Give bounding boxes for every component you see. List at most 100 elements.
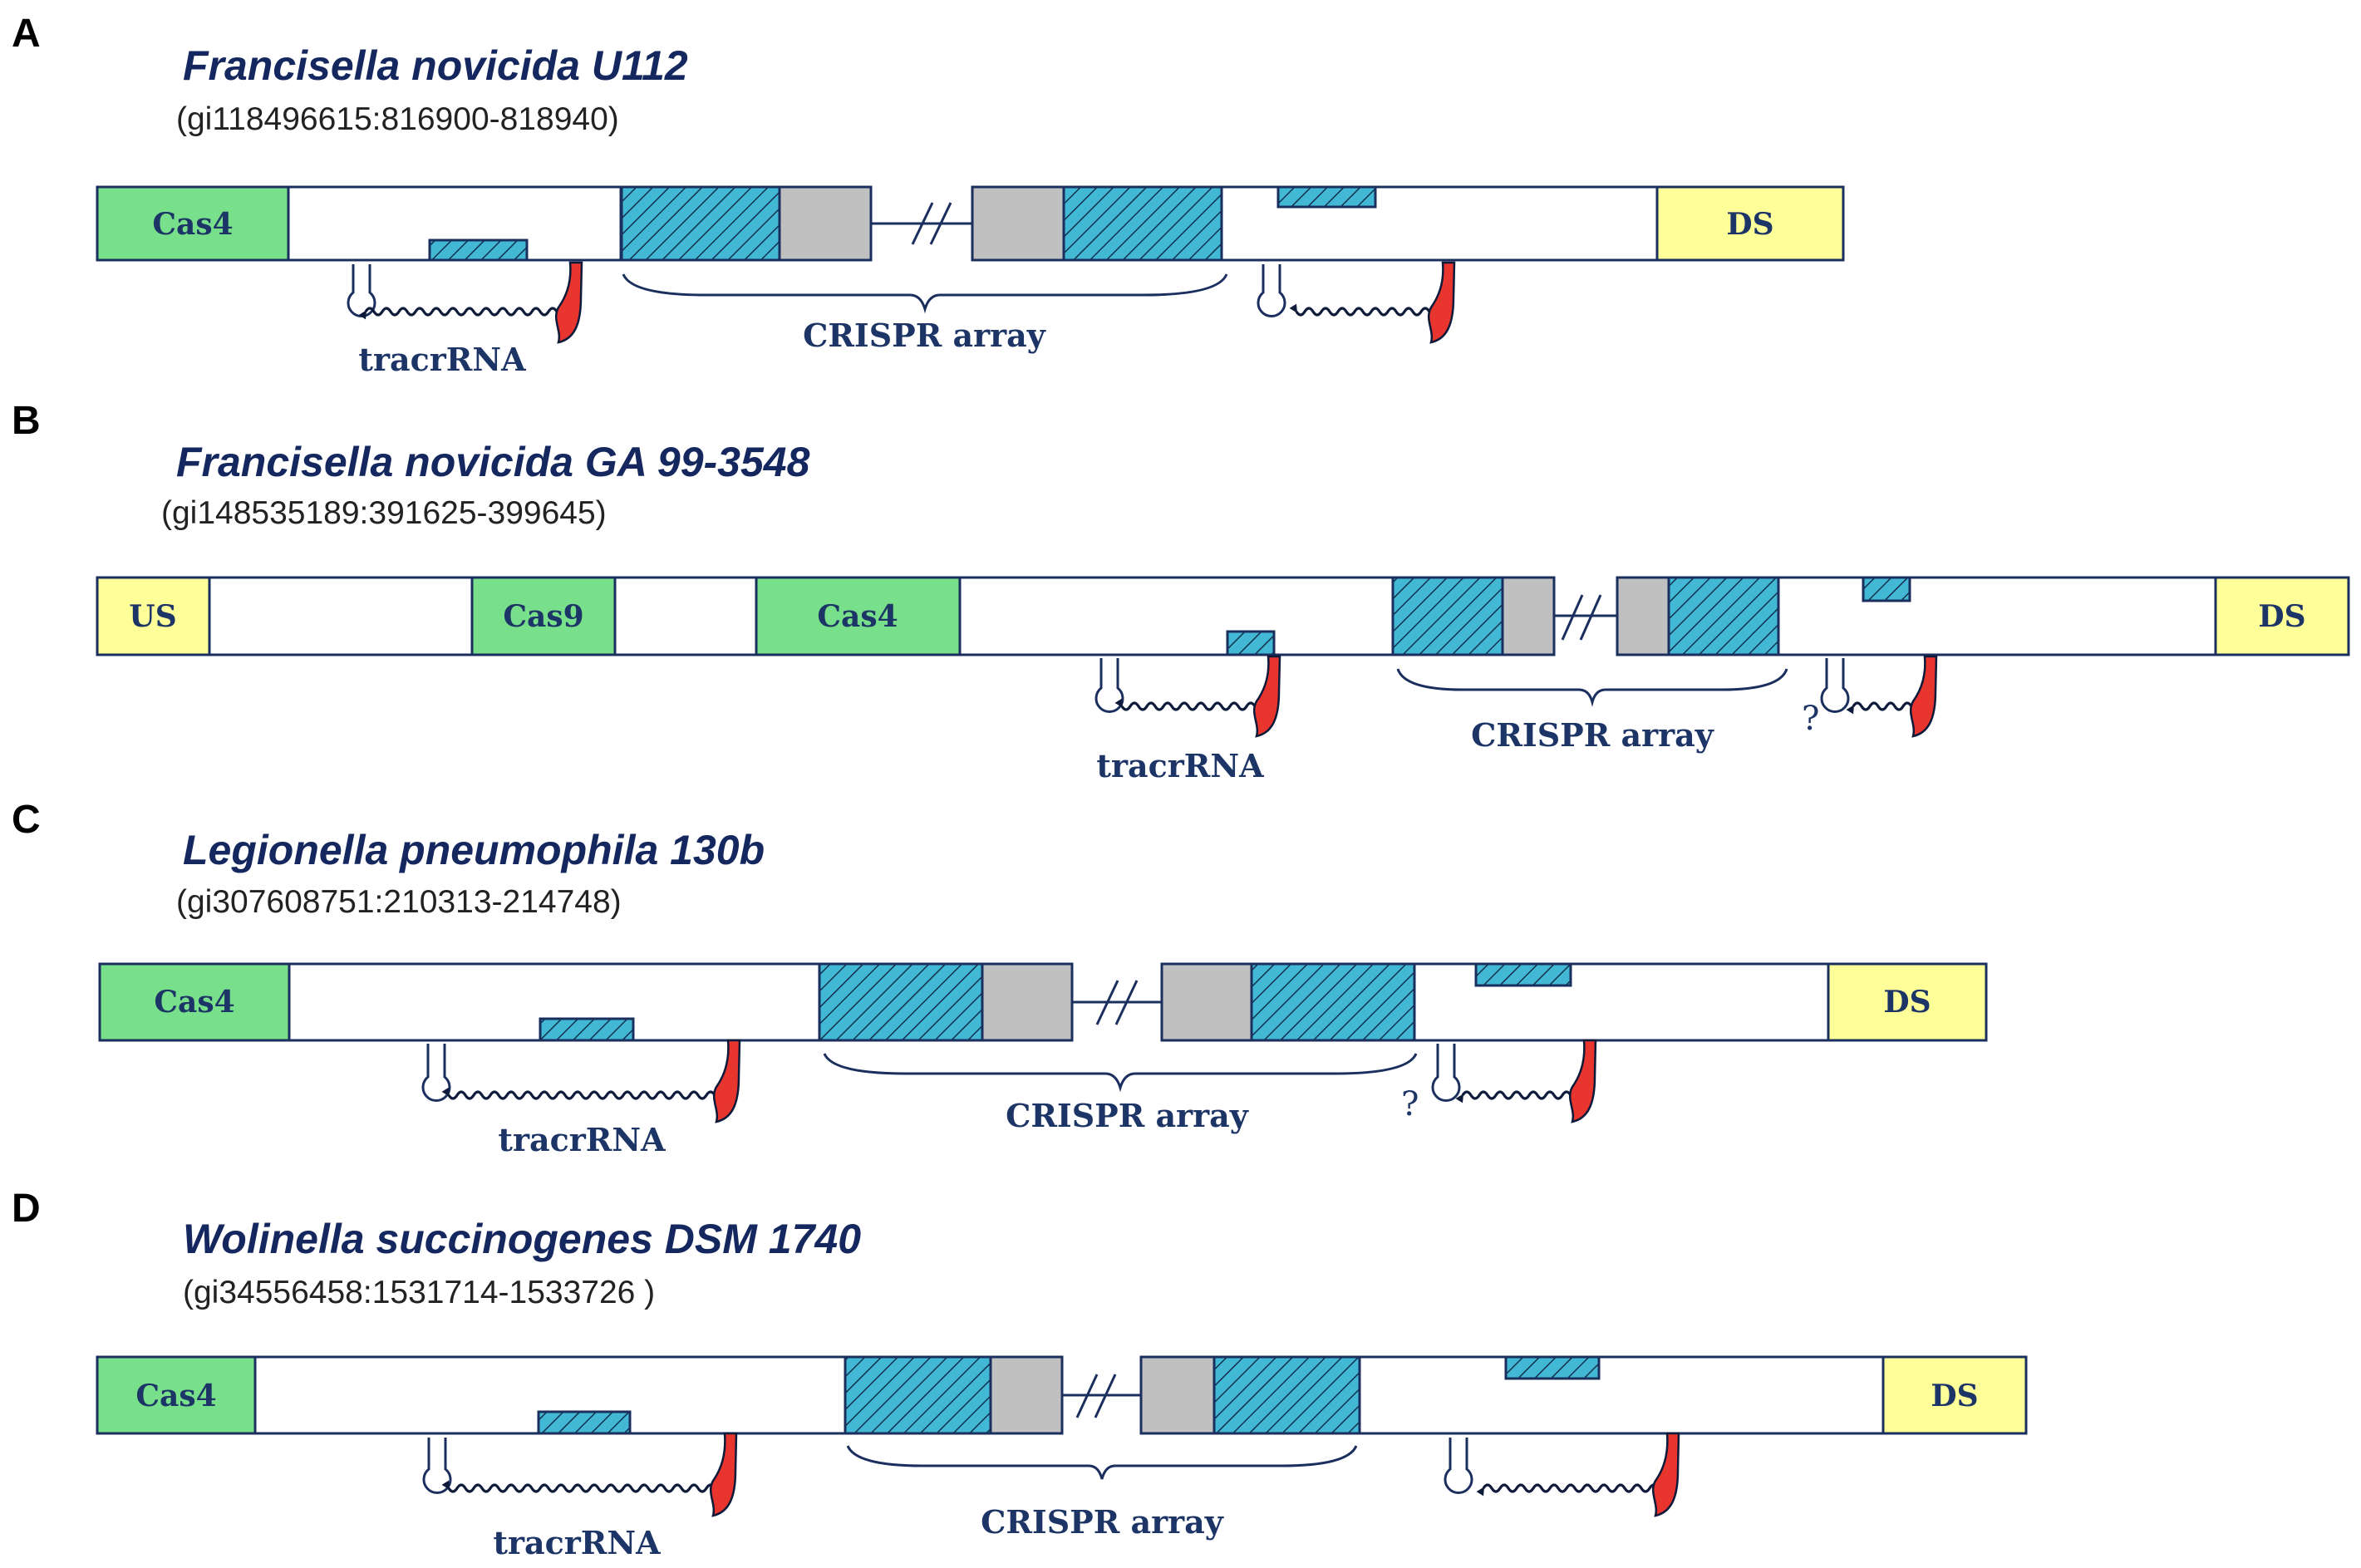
- species-name: Francisella novicida U112: [183, 42, 688, 89]
- terminator: [709, 1432, 738, 1517]
- terminator: [554, 261, 583, 344]
- crispr-array-label: CRISPR array: [1006, 1097, 1249, 1134]
- species-name: Legionella pneumophila 130b: [183, 827, 765, 873]
- gene-cas4: [96, 185, 290, 262]
- transcript-wavy-line: [1476, 1483, 1660, 1497]
- crispr-array-label: CRISPR array: [981, 1503, 1224, 1541]
- promoter-hairpin: [1444, 1438, 1473, 1494]
- tracrrna-label: tracrRNA: [498, 1121, 666, 1158]
- terminator: [1252, 655, 1281, 738]
- accession-id: (gi118496615:816900-818940): [176, 101, 619, 137]
- crispr-repeat: [1250, 962, 1416, 1042]
- downstream-transcript: ?: [1401, 1039, 1597, 1123]
- gene-cas4: [755, 576, 962, 656]
- crispr-repeat: [1667, 576, 1780, 656]
- gene-us: [96, 576, 211, 656]
- break-mark: [1075, 1374, 1117, 1418]
- anti-repeat: [539, 1017, 635, 1042]
- anti-repeat: [1474, 962, 1572, 987]
- crispr-spacer: [1139, 1355, 1216, 1435]
- gene-label: DS: [2258, 599, 2305, 634]
- downstream-transcript: ?: [1802, 655, 1938, 738]
- locus-track: Cas4 DS: [96, 1355, 2028, 1435]
- accession-id: (gi307608751:210313-214748): [176, 884, 622, 920]
- crispr-spacer: [1501, 576, 1556, 656]
- anti-repeat: [1226, 630, 1276, 656]
- question-mark: ?: [1802, 700, 1819, 738]
- locus-track: US Cas9 Cas4 DS: [96, 576, 2350, 656]
- gene-label: Cas4: [135, 1379, 216, 1413]
- crispr-spacer: [1160, 962, 1253, 1042]
- tracrrna-transcript: tracrRNA: [1094, 655, 1281, 784]
- downstream-transcript: [1444, 1432, 1680, 1517]
- brace-line: [1396, 668, 1788, 707]
- anti-repeat: [428, 238, 529, 262]
- accession-id: (gi148535189:391625-399645): [161, 495, 607, 531]
- crispr-spacer: [1616, 576, 1670, 656]
- panel-b: B Francisella novicida GA 99-3548 (gi148…: [12, 399, 2350, 784]
- gene-cas9: [470, 576, 617, 656]
- terminator: [712, 1039, 741, 1123]
- gene-label: DS: [1883, 985, 1931, 1020]
- locus-track: Cas4 DS: [96, 185, 1845, 262]
- crispr-repeat: [1062, 185, 1223, 262]
- species-name: Francisella novicida GA 99-3548: [176, 439, 810, 485]
- crispr-repeat: [1391, 576, 1504, 656]
- intergenic-region: [1358, 1355, 1885, 1435]
- gene-ds: [2214, 576, 2350, 656]
- species-name: Wolinella succinogenes DSM 1740: [183, 1216, 861, 1262]
- promoter-hairpin: [1431, 1044, 1461, 1102]
- anti-repeat: [1862, 576, 1911, 602]
- gene-cas4: [98, 962, 291, 1042]
- tracrrna-label: tracrRNA: [1096, 747, 1264, 784]
- panel-c: C Legionella pneumophila 130b (gi3076087…: [12, 798, 1988, 1158]
- gene-ds: [1827, 962, 1988, 1042]
- crispr-spacer: [778, 185, 873, 262]
- panel-label: D: [12, 1187, 41, 1231]
- intergenic-region: [96, 576, 1394, 656]
- anti-repeat: [537, 1410, 632, 1435]
- terminator: [1909, 655, 1938, 738]
- gene-label: Cas9: [503, 599, 583, 634]
- gene-label: DS: [1931, 1379, 1978, 1413]
- crispr-brace: CRISPR array: [1396, 668, 1788, 754]
- break-mark: [911, 202, 952, 245]
- gene-label: DS: [1726, 207, 1773, 242]
- transcript-wavy-line: [1289, 303, 1431, 317]
- tracrrna-wavy-line: [441, 1480, 716, 1493]
- tracrrna-transcript: tracrRNA: [422, 1432, 738, 1561]
- break-mark: [1561, 594, 1602, 641]
- crispr-spacer: [971, 185, 1065, 262]
- brace-line: [823, 1053, 1418, 1093]
- transcript-wavy-line: [1455, 1090, 1572, 1103]
- accession-id: (gi34556458:1531714-1533726 ): [183, 1275, 655, 1310]
- tracrrna-wavy-line: [441, 1087, 716, 1100]
- tracrrna-label: tracrRNA: [493, 1524, 661, 1561]
- crispr-repeat: [844, 1355, 992, 1435]
- tracrrna-label: tracrRNA: [358, 341, 526, 378]
- terminator: [1427, 261, 1456, 344]
- crispr-repeat: [620, 185, 781, 262]
- gene-cas4: [96, 1355, 257, 1435]
- anti-repeat: [1504, 1355, 1601, 1380]
- question-mark: ?: [1401, 1085, 1419, 1123]
- crispr-array-label: CRISPR array: [803, 317, 1046, 354]
- crispr-brace: CRISPR array: [846, 1445, 1358, 1541]
- gene-label: Cas4: [154, 985, 234, 1020]
- brace-line: [846, 1445, 1358, 1480]
- anti-repeat: [1276, 185, 1377, 209]
- crispr-brace: CRISPR array: [622, 273, 1228, 354]
- gene-label: Cas4: [152, 207, 233, 242]
- panel-a: A Francisella novicida U112 (gi118496615…: [12, 12, 1845, 378]
- downstream-transcript: [1257, 261, 1456, 344]
- tracrrna-wavy-line: [358, 307, 558, 320]
- tracrrna-wavy-line: [1114, 698, 1257, 711]
- crispr-repeat: [818, 962, 984, 1042]
- promoter-hairpin: [1094, 658, 1124, 713]
- locus-track: Cas4 DS: [98, 962, 1988, 1042]
- gene-label: US: [129, 599, 176, 634]
- tracrrna-transcript: tracrRNA: [347, 261, 583, 378]
- crispr-spacer: [981, 962, 1074, 1042]
- promoter-hairpin: [1820, 658, 1850, 713]
